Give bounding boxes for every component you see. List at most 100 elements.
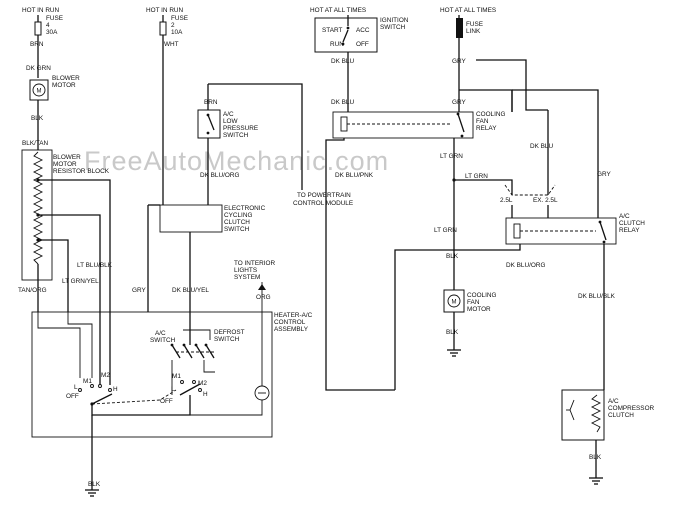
fuse-2-amps: 10A [171,29,183,36]
wire-label-gry-1: GRY [132,287,146,294]
wire-label-dk-blu-2: DK BLU [331,99,354,106]
ac-clutch-relay-label-1: A/C [619,213,630,220]
hot-in-run-2-label: HOT IN RUN [146,7,184,14]
fuse-2-label: FUSE [171,15,188,22]
ecc-label-1: ELECTRONIC [224,205,266,212]
ac-switch-label-1: A/C [155,330,166,337]
ac-compressor-clutch-box [561,389,605,441]
engine-2-5l-label: 2.5L [500,197,513,204]
wire-label-blk-comp: BLK [589,454,602,461]
wire-label-blk-fan-2: BLK [446,329,459,336]
resistor-coil [32,151,44,265]
cooling-fan-relay-label-3: RELAY [476,125,497,132]
wire-label-org: ORG [256,294,271,301]
wire-label-dk-blu-org-2: DK BLU/ORG [506,262,545,269]
ecc-label-3: CLUTCH [224,219,250,226]
ignition-label-2: SWITCH [380,24,406,31]
ac-clutch-relay-label-2: CLUTCH [619,220,645,227]
engine-ex-2-5l-label: EX. 2.5L [533,197,558,204]
cooling-fan-relay-label-1: COOLING [476,111,506,118]
blower-motor-label-2: MOTOR [52,82,76,89]
cooling-fan-motor-label-2: FAN [467,299,480,306]
switch-m2-label: M2 [101,372,110,379]
svg-text:M: M [452,300,457,306]
wire-label-tan-org: TAN/ORG [18,287,47,294]
wire-label-lt-grn-1: LT GRN [440,153,463,160]
cooling-fan-motor-label-3: MOTOR [467,306,491,313]
hot-at-all-times-2-label: HOT AT ALL TIMES [440,7,496,14]
fuse-4-amps: 30A [46,29,58,36]
blower-motor-icon [32,83,46,97]
fuse-4-label: FUSE [46,15,63,22]
to-interior-label-3: SYSTEM [234,274,260,281]
defrost-switch-label-1: DEFROST [214,329,245,336]
ac-low-pressure-label-3: PRESSURE [223,125,258,132]
wire-label-wht: WHT [164,41,179,48]
hot-at-all-times-1-label: HOT AT ALL TIMES [310,7,366,14]
ignition-start-label: START [322,27,342,34]
wire-label-blk-tan: BLK/TAN [22,140,49,147]
fuse-link-label-2: LINK [466,28,481,35]
to-interior-label-1: TO INTERIOR [234,260,275,267]
resistor-label-2: MOTOR [53,161,77,168]
switch-off-label-b: OFF [160,398,173,405]
cooling-fan-circuit: HOT AT ALL TIMES IGNITION SWITCH START A… [293,7,655,485]
cooling-fan-motor-icon [447,294,461,308]
wire-label-lt-grn-yel: LT GRN/YEL [62,278,99,285]
ac-compressor-clutch-label-2: COMPRESSOR [608,405,655,412]
resistor-label-3: RESISTOR BLOCK [53,168,110,175]
fuse-link-symbol [456,18,463,38]
to-interior-label-2: LIGHTS [234,267,257,274]
switch-off-label: OFF [66,393,79,400]
switch-l-label-b: L [171,386,175,393]
blower-circuit: HOT IN RUN FUSE 4 30A BRN DK GRN M BLOWE… [18,7,149,385]
wire-label-lt-grn-3: LT GRN [434,227,457,234]
svg-text:M: M [37,89,42,95]
control-assembly-label-1: HEATER-A/C [274,312,313,319]
ac-clutch-relay-label-3: RELAY [619,227,640,234]
resistor-label-1: BLOWER [53,154,81,161]
wire-label-dk-blu-3: DK BLU [530,143,553,150]
watermark: FreeAutoMechanic.com [84,146,389,176]
wire-label-blk-bottom: BLK [88,481,101,488]
to-pcm-label-1: TO POWERTRAIN [297,192,351,199]
switch-l-label: L [74,384,78,391]
ac-low-pressure-label-4: SWITCH [223,132,249,139]
switch-m1-label-b: M1 [172,373,181,380]
control-assembly-label-3: ASSEMBLY [274,326,309,333]
switch-m2-label-b: M2 [198,380,207,387]
wire-label-dk-blu-blk: DK BLU/BLK [578,293,616,300]
ecc-label-2: CYCLING [224,212,252,219]
ac-clutch-relay-box [505,217,617,245]
wire-label-gry-3: GRY [452,99,466,106]
ac-switch-label-2: SWITCH [150,337,176,344]
cooling-fan-motor-label-1: COOLING [467,292,497,299]
ac-compressor-clutch-icon [590,394,602,433]
wire-label-dk-blu-yel: DK BLU/YEL [172,287,209,294]
ignition-label-1: IGNITION [380,17,409,24]
wire-label-blk-fan: BLK [446,253,459,260]
ac-low-pressure-label-2: LOW [223,118,239,125]
wire-label-lt-blu-blk: LT BLU/BLK [77,262,113,269]
cooling-fan-relay-box [332,111,474,139]
cooling-fan-relay-label-2: FAN [476,118,489,125]
wire-label-blk: BLK [31,115,44,122]
wire-label-lt-grn-2: LT GRN [465,173,488,180]
wire-label-dk-grn: DK GRN [26,65,51,72]
heater-ac-control-assembly: HEATER-A/C CONTROL ASSEMBLY M1 M2 L H OF… [31,300,313,497]
ac-compressor-clutch-label-1: A/C [608,398,619,405]
ignition-run-label: RUN [330,41,344,48]
wire-label-dk-blu-1: DK BLU [331,58,354,65]
wire-label-gry-2: GRY [452,58,466,65]
switch-h-label-b: H [203,391,208,398]
blower-motor-label-1: BLOWER [52,75,80,82]
fuse-4-number: 4 [46,22,50,29]
fuse-2-number: 2 [171,22,175,29]
hot-in-run-label: HOT IN RUN [22,7,60,14]
wire-label-dk-blu-org-1: DK BLU/ORG [200,172,239,179]
ecc-circuit: HOT IN RUN FUSE 2 10A WHT BRN A/C LOW PR… [146,7,303,345]
ignition-acc-label: ACC [356,27,370,34]
ecc-label-4: SWITCH [224,226,250,233]
fuse-2-symbol [159,21,167,36]
